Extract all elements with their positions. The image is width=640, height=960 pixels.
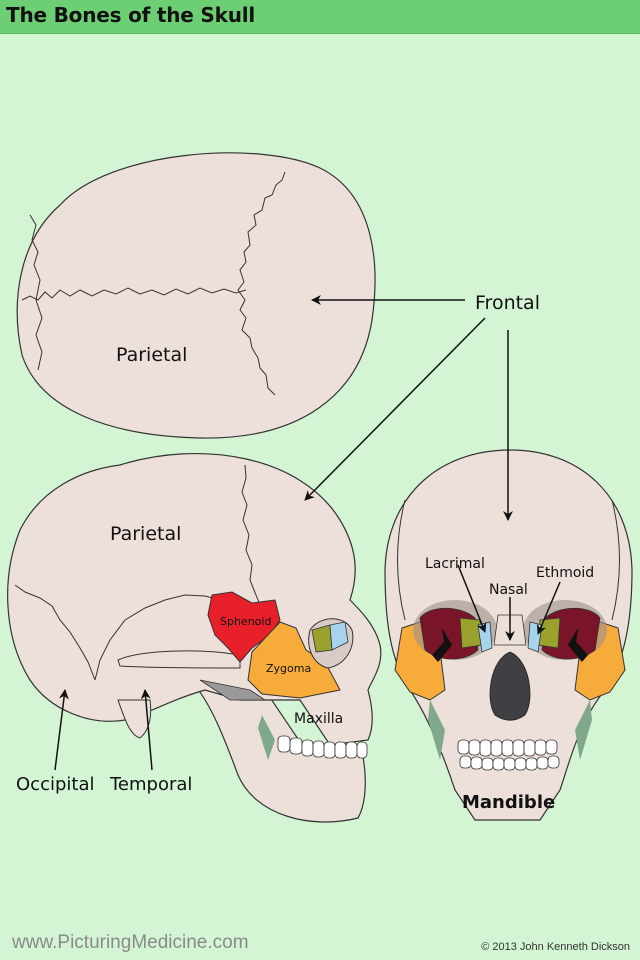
side-lambdoid-suture	[14, 584, 96, 681]
mastoid-process	[117, 699, 152, 739]
front-temporal-line-left	[397, 499, 406, 621]
label-nasal: Nasal	[489, 582, 528, 598]
arrow-temporal	[140, 689, 153, 771]
label-sphenoid: Sphenoid	[220, 615, 271, 628]
arrow-lacrimal	[457, 564, 487, 633]
label-zygoma: Zygoma	[266, 662, 311, 675]
label-temporal: Temporal	[109, 774, 192, 795]
front-jaw-shadow-right	[575, 700, 592, 760]
label-parietal-top: Parietal	[116, 344, 187, 366]
ethmoid-right	[537, 617, 561, 649]
label-lacrimal: Lacrimal	[425, 556, 485, 572]
skull-diagram: Frontal Parietal Parietal Sphenoid Zygom…	[7, 152, 633, 823]
skull-top-view	[16, 152, 376, 439]
label-parietal-side: Parietal	[110, 523, 181, 545]
lambdoid-suture	[29, 214, 43, 371]
label-frontal: Frontal	[475, 292, 540, 314]
sphenoid-bone	[207, 591, 281, 663]
title-bar: The Bones of the Skull	[0, 0, 640, 34]
front-teeth	[457, 739, 560, 771]
front-jaw-shadow-left	[428, 700, 445, 760]
coronal-suture	[237, 171, 286, 396]
side-squamous-suture	[94, 594, 221, 681]
label-ethmoid: Ethmoid	[536, 565, 594, 581]
side-ethmoid	[311, 624, 333, 653]
orbital-fissure-right	[568, 628, 588, 662]
top-skull-outline	[16, 152, 376, 439]
maxilla-shadow	[258, 715, 275, 760]
zygoma-bone	[247, 621, 341, 699]
side-mandible	[188, 679, 366, 823]
page-title: The Bones of the Skull	[6, 3, 256, 27]
label-mandible: Mandible	[462, 792, 555, 813]
footer-website[interactable]: www.PicturingMedicine.com	[12, 932, 249, 953]
sagittal-suture	[21, 287, 247, 301]
orbital-fissure-left	[432, 628, 452, 662]
skull-side-view	[7, 452, 382, 823]
pointer-arrows	[54, 295, 561, 771]
front-temporal-line-right	[611, 499, 620, 621]
side-coronal-suture	[241, 464, 263, 611]
side-teeth	[277, 735, 368, 759]
side-lacrimal	[329, 621, 349, 651]
ethmoid-left	[459, 617, 483, 649]
arrow-occipital	[54, 689, 69, 771]
footer-copyright: © 2013 John Kenneth Dickson	[481, 941, 630, 953]
arrow-ethmoid	[536, 581, 561, 635]
arrow-frontal-side	[304, 317, 486, 501]
nasal-cavity	[489, 651, 531, 721]
temporal-fossa-shadow	[199, 679, 267, 701]
label-occipital: Occipital	[16, 774, 94, 795]
label-maxilla: Maxilla	[294, 711, 343, 727]
